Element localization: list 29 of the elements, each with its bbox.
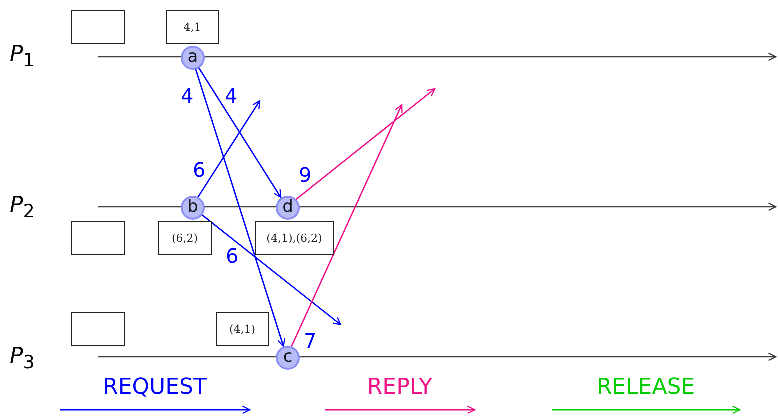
event-circle: b <box>181 196 205 220</box>
empty-queue-box <box>71 312 125 346</box>
message-arrow <box>290 104 403 348</box>
event-circle: a <box>181 46 205 70</box>
queue-box: (6,2) <box>158 221 212 255</box>
timestamp-label: 6 <box>193 160 206 180</box>
message-arrow <box>197 100 261 198</box>
timestamp-label: 6 <box>226 246 239 266</box>
empty-queue-box <box>71 10 125 44</box>
message-arrow <box>197 66 282 198</box>
timestamp-label: 4 <box>225 86 238 106</box>
process-label: P$_{1}$ <box>10 44 35 71</box>
legend-label: REQUEST <box>103 377 207 399</box>
process-label: P$_{3}$ <box>10 346 35 373</box>
queue-box: (4,1),(6,2) <box>255 221 334 255</box>
queue-box: (4,1) <box>216 312 269 346</box>
event-circle: d <box>276 196 300 220</box>
timestamp-label: 9 <box>299 165 312 185</box>
queue-box: 4,1 <box>166 10 219 44</box>
timestamp-label: 7 <box>304 331 317 351</box>
message-arrow <box>295 88 436 201</box>
message-arrow <box>200 213 342 326</box>
event-circle: c <box>276 346 300 370</box>
empty-queue-box <box>71 221 125 255</box>
legend-label: RELEASE <box>596 377 696 399</box>
message-arrow <box>194 67 286 348</box>
legend-label: REPLY <box>367 377 433 399</box>
process-label: P$_{2}$ <box>10 195 35 222</box>
timestamp-label: 4 <box>181 86 194 106</box>
